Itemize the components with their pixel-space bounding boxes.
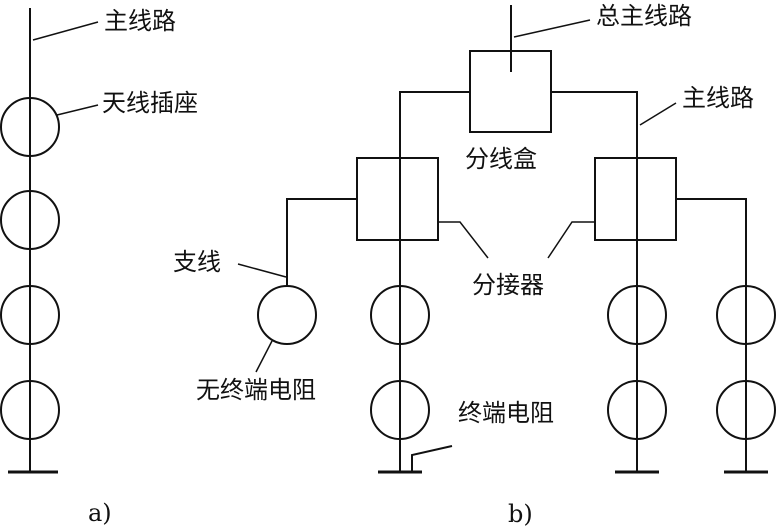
branch-line-right	[676, 198, 747, 472]
tap-right	[594, 157, 677, 241]
outlet-left-1	[370, 285, 430, 345]
caption-b: b)	[508, 500, 533, 528]
main-line-right	[551, 91, 638, 472]
leader-no-terminator	[255, 340, 273, 373]
antenna-outlet-a3	[0, 285, 60, 345]
leader-tap-left	[438, 221, 489, 259]
outlet-branch-right-1	[716, 285, 776, 345]
antenna-outlet-a4	[0, 380, 60, 440]
label-tap: 分接器	[472, 271, 544, 299]
leader-branch-line	[237, 263, 287, 278]
outlet-right-1	[607, 285, 667, 345]
label-antenna-outlet: 天线插座	[102, 89, 198, 117]
diagram-b	[237, 5, 776, 474]
antenna-outlet-a1	[0, 97, 60, 157]
leader-tap-right	[547, 221, 595, 259]
leader-main-line-a	[32, 21, 99, 41]
leader-antenna-outlet	[56, 104, 99, 116]
outlet-no-terminator	[257, 285, 317, 345]
caption-a: a)	[88, 499, 112, 527]
leader-main-line-b	[639, 102, 677, 126]
diagram-a	[0, 8, 99, 474]
branch-line-left	[286, 198, 357, 287]
label-main-line-a: 主线路	[104, 7, 176, 35]
main-line-left	[399, 91, 470, 472]
outlet-right-2	[607, 380, 667, 440]
tap-left	[356, 157, 439, 241]
outlet-branch-right-2	[716, 380, 776, 440]
label-trunk-main-line: 总主线路	[596, 2, 692, 30]
antenna-outlet-a2	[0, 190, 60, 250]
label-no-terminal-resistor: 无终端电阻	[196, 376, 316, 404]
label-splitter-box: 分线盒	[465, 145, 537, 173]
outlet-left-2	[370, 380, 430, 440]
label-main-line-b: 主线路	[682, 84, 754, 112]
label-terminal-resistor: 终端电阻	[458, 399, 554, 427]
leader-trunk	[513, 19, 591, 38]
terminal-resistor-stub	[411, 445, 453, 472]
label-branch-line: 支线	[173, 248, 221, 276]
